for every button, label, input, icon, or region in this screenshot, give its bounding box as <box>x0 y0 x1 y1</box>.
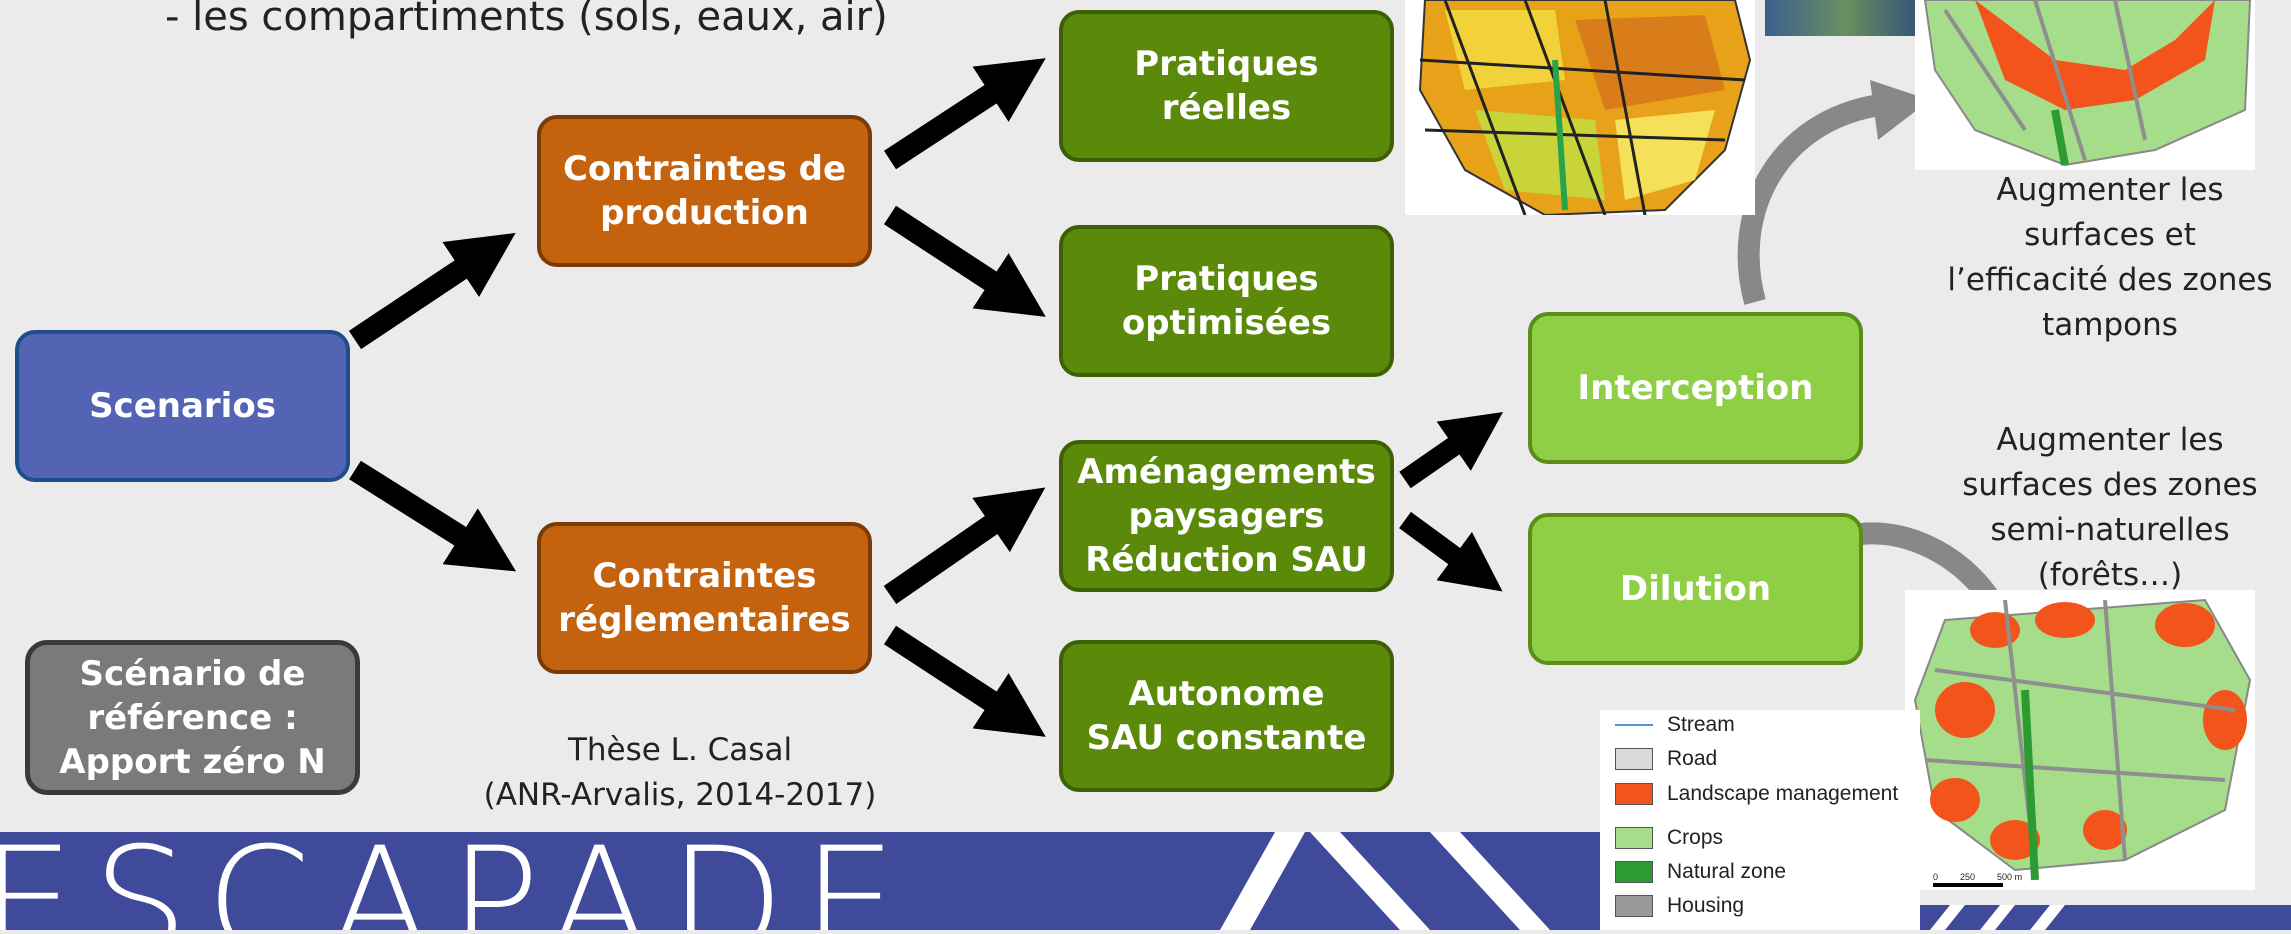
legend-swatch-natural <box>1615 861 1653 883</box>
legend-item-housing: Housing <box>1615 894 1744 918</box>
arrow-reglementaires-to-amenagements <box>883 487 1046 605</box>
legend-swatch-landscape <box>1615 783 1653 805</box>
dilution-map-image: 0 250 500 m <box>1905 590 2255 890</box>
interception-map-image <box>1915 0 2255 170</box>
node-autonome: Autonome SAU constante <box>1059 640 1394 792</box>
legend-swatch-crops <box>1615 827 1653 849</box>
scale-bar: 0 250 500 m <box>1933 872 2022 887</box>
banner-chevrons <box>1220 832 1550 930</box>
banner-right-strip <box>1920 905 2291 930</box>
arrow-production-to-reelles <box>883 58 1046 170</box>
subtitle-line: - les compartiments (sols, eaux, air) <box>165 0 888 40</box>
node-scenarios: Scenarios <box>15 330 350 482</box>
legend-swatch-stream <box>1615 724 1653 726</box>
arrow-scenarios-to-production <box>348 232 516 350</box>
caption-dilution-note: Augmenter les surfaces des zones semi-na… <box>1962 422 2258 593</box>
node-pratiques-optimisees: Pratiques optimisées <box>1059 225 1394 377</box>
caption-these: Thèse L. Casal (ANR-Arvalis, 2014-2017) <box>483 732 877 813</box>
escapade-banner: ESCAPADE <box>0 832 1600 930</box>
legend-item-stream: Stream <box>1615 713 1735 737</box>
arrow-scenarios-to-reglementaires <box>349 460 517 572</box>
node-interception: Interception <box>1528 312 1863 464</box>
satellite-thumbnail <box>1765 0 1925 36</box>
crop-map-image <box>1405 0 1755 217</box>
legend-swatch-road <box>1615 748 1653 770</box>
banner-wordmark: ESCAPADE <box>0 832 916 930</box>
legend-item-landscape: Landscape management <box>1615 782 1898 806</box>
node-amenagements: Aménagements paysagers Réduction SAU <box>1059 440 1394 592</box>
legend-item-crops: Crops <box>1615 826 1723 850</box>
arrow-amenagements-to-dilution <box>1399 511 1503 592</box>
legend-item-road: Road <box>1615 747 1717 771</box>
legend-swatch-housing <box>1615 895 1653 917</box>
node-pratiques-reelles: Pratiques réelles <box>1059 10 1394 162</box>
arrow-production-to-optimisees <box>883 205 1046 317</box>
arrow-reglementaires-to-autonome <box>883 625 1046 737</box>
node-dilution: Dilution <box>1528 513 1863 665</box>
legend-item-natural: Natural zone <box>1615 860 1786 884</box>
map-legend <box>1600 710 1920 930</box>
curved-arrow-interception <box>1737 94 1882 305</box>
node-contraintes-reglementaires: Contraintes réglementaires <box>537 522 872 674</box>
arrow-amenagements-to-interception <box>1399 412 1504 489</box>
node-contraintes-production: Contraintes de production <box>537 115 872 267</box>
node-scenario-reference: Scénario de référence : Apport zéro N <box>25 640 360 795</box>
caption-interception-note: Augmenter les surfaces et l’efficacité d… <box>1947 172 2273 343</box>
